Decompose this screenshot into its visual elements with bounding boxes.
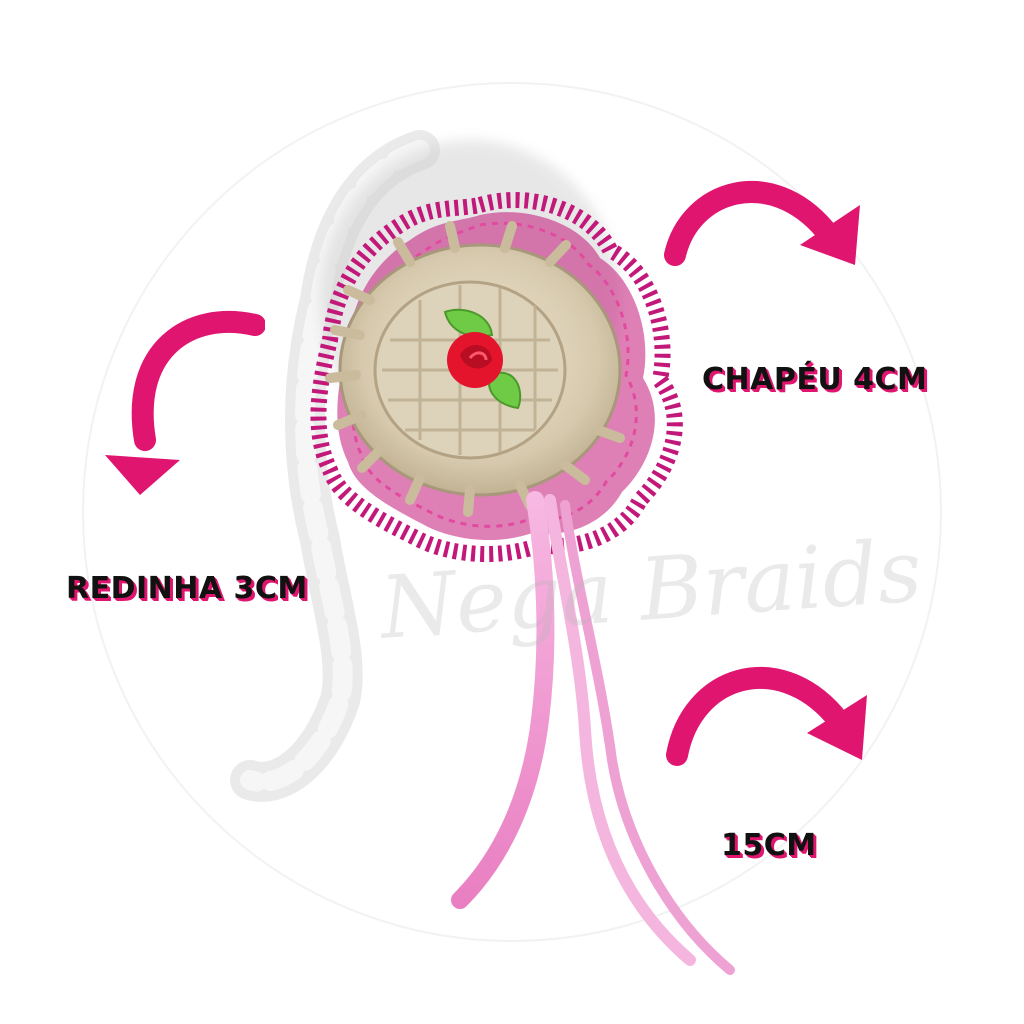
background-circle [82, 82, 942, 942]
net-size-label: REDINHA 3CM [66, 571, 308, 606]
ribbon-length-label: 15CM [721, 828, 817, 863]
curved-arrow-icon [666, 667, 867, 766]
ribbons [451, 491, 735, 975]
curved-arrow-icon [105, 310, 265, 495]
hat-size-label: CHAPÉU 4CM [702, 362, 928, 397]
curved-arrow-icon [664, 181, 860, 266]
rose-ornament [443, 308, 522, 410]
